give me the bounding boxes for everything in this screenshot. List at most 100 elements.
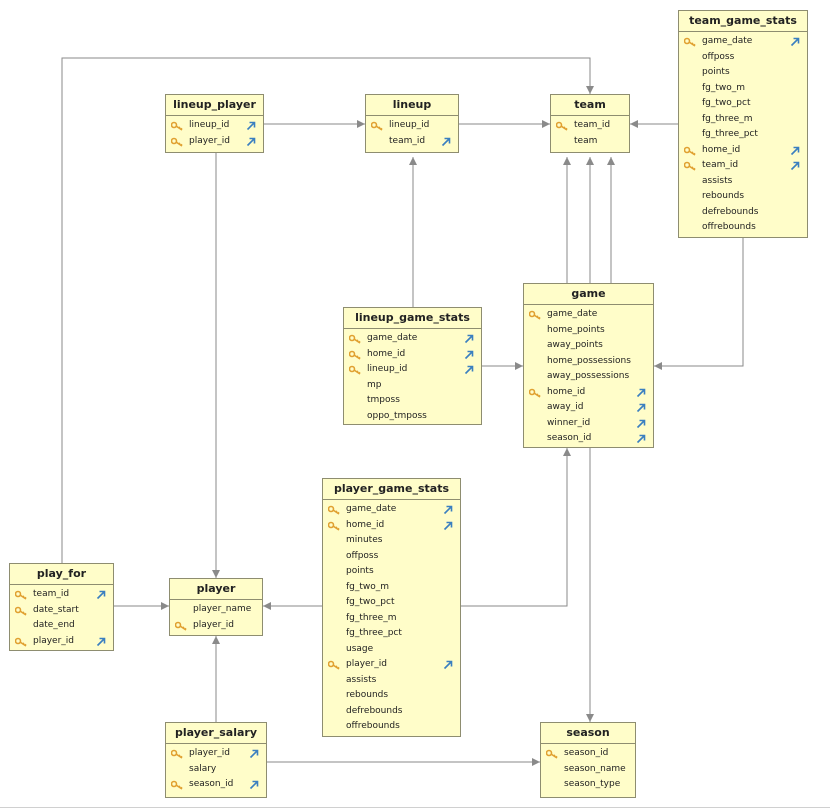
column-row[interactable]: home_id (344, 347, 481, 363)
column-row[interactable]: team_id (10, 587, 113, 603)
column-row[interactable]: fg_two_pct (323, 595, 460, 611)
column-name: player_id (189, 135, 231, 146)
column-name: team_id (33, 589, 70, 599)
column-row[interactable]: game_date (679, 34, 807, 50)
column-row[interactable]: game_date (344, 331, 481, 347)
column-row[interactable]: season_id (524, 431, 653, 447)
column-row[interactable]: fg_three_pct (323, 626, 460, 642)
column-name: game_date (547, 309, 598, 319)
column-row[interactable]: team (551, 134, 629, 150)
column-row[interactable]: player_id (166, 134, 263, 150)
column-row[interactable]: date_end (10, 618, 113, 634)
column-row[interactable]: away_possessions (524, 369, 653, 385)
column-row[interactable]: points (323, 564, 460, 580)
column-row[interactable]: player_id (10, 634, 113, 650)
column-row[interactable]: game_date (323, 502, 460, 518)
column-row[interactable]: lineup_id (366, 118, 458, 134)
column-name: season_name (564, 763, 626, 774)
column-row[interactable]: lineup_id (344, 362, 481, 378)
column-name: winner_id (547, 417, 591, 428)
column-row[interactable]: fg_two_pct (679, 96, 807, 112)
column-row[interactable]: defrebounds (323, 704, 460, 720)
column-row[interactable]: usage (323, 642, 460, 658)
key-icon (556, 121, 568, 131)
column-row[interactable]: offrebounds (679, 220, 807, 236)
column-row[interactable]: oppo_tmposs (344, 409, 481, 425)
column-row[interactable]: player_name (170, 602, 262, 618)
column-name: usage (346, 643, 374, 654)
column-row[interactable]: team_id (366, 134, 458, 150)
column-row[interactable]: season_id (541, 746, 635, 762)
column-row[interactable]: home_id (524, 385, 653, 401)
table-title: player (170, 579, 262, 600)
column-row[interactable]: offposs (323, 549, 460, 565)
column-name: home_id (346, 519, 385, 530)
column-row[interactable]: game_date (524, 307, 653, 323)
key-icon (546, 749, 558, 759)
column-row[interactable]: player_id (323, 657, 460, 673)
column-row[interactable]: salary (166, 762, 266, 778)
column-name: team_id (702, 160, 739, 170)
column-name: player_id (33, 635, 75, 646)
key-icon (684, 161, 696, 171)
column-row[interactable]: away_id (524, 400, 653, 416)
column-row[interactable]: team_id (551, 118, 629, 134)
column-row[interactable]: rebounds (679, 189, 807, 205)
column-row[interactable]: home_id (679, 143, 807, 159)
column-name: salary (189, 763, 217, 774)
column-row[interactable]: fg_two_m (679, 81, 807, 97)
column-row[interactable]: home_points (524, 323, 653, 339)
column-name: rebounds (346, 690, 389, 700)
column-row[interactable]: date_start (10, 603, 113, 619)
key-icon (328, 521, 340, 531)
key-icon (349, 334, 361, 344)
column-row[interactable]: away_points (524, 338, 653, 354)
key-icon (529, 388, 541, 398)
column-row[interactable]: fg_three_m (679, 112, 807, 128)
column-row[interactable]: home_id (323, 518, 460, 534)
column-row[interactable]: minutes (323, 533, 460, 549)
column-row[interactable]: fg_two_m (323, 580, 460, 596)
column-row[interactable]: season_id (166, 777, 266, 793)
fk-arrow-icon (246, 121, 256, 131)
column-row[interactable]: season_name (541, 762, 635, 778)
column-row[interactable]: team_id (679, 158, 807, 174)
key-icon (171, 137, 183, 147)
column-row[interactable]: assists (323, 673, 460, 689)
column-row[interactable]: fg_three_pct (679, 127, 807, 143)
column-row[interactable]: defrebounds (679, 205, 807, 221)
column-row[interactable]: season_type (541, 777, 635, 793)
column-row[interactable]: rebounds (323, 688, 460, 704)
column-row[interactable]: offposs (679, 50, 807, 66)
column-row[interactable]: tmposs (344, 393, 481, 409)
column-row[interactable]: player_id (170, 618, 262, 634)
column-row[interactable]: mp (344, 378, 481, 394)
column-row[interactable]: lineup_id (166, 118, 263, 134)
column-row[interactable]: points (679, 65, 807, 81)
column-row[interactable]: assists (679, 174, 807, 190)
column-name: lineup_id (367, 364, 408, 374)
column-row[interactable]: offrebounds (323, 719, 460, 735)
column-name: home_possessions (547, 355, 631, 366)
column-name: team_id (574, 120, 611, 130)
column-row[interactable]: player_id (166, 746, 266, 762)
key-icon (171, 749, 183, 759)
column-row[interactable]: home_possessions (524, 354, 653, 370)
column-row[interactable]: winner_id (524, 416, 653, 432)
column-name: fg_two_pct (346, 597, 395, 607)
column-row[interactable]: fg_three_m (323, 611, 460, 627)
